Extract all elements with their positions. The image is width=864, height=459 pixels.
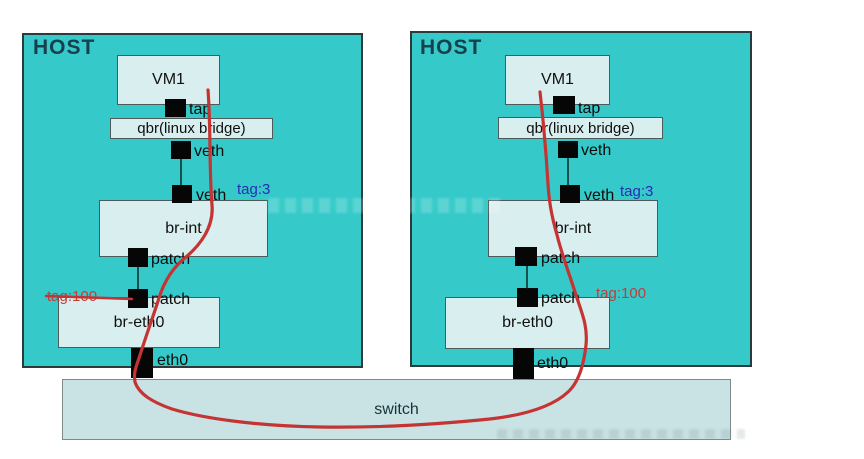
veth-lower-port-icon-left: [172, 185, 192, 203]
veth-lower-port-icon-right: [560, 185, 580, 203]
veth-upper-port-icon-left: [171, 141, 191, 159]
vlan-tag-eth-left: tag:100: [47, 288, 98, 305]
eth0-port-icon-left: [131, 348, 153, 378]
veth-upper-port-label-left: veth: [194, 143, 225, 160]
patch-upper-port-icon-right: [515, 247, 537, 266]
veth-lower-port-label-left: veth: [196, 187, 227, 204]
vlan-tag-int-left: tag:3: [237, 181, 271, 198]
eth0-port-label-left: eth0: [157, 352, 189, 369]
veth-upper-port-label-right: veth: [581, 142, 612, 159]
eth0-port-label-right: eth0: [537, 355, 569, 372]
veth-lower-port-label-right: veth: [584, 187, 615, 204]
vlan-tag-eth-right: tag:100: [596, 285, 647, 302]
tap-port-icon-right: [553, 96, 575, 114]
watermark-bottom: [497, 429, 745, 439]
patch-lower-port-icon-right: [517, 288, 538, 307]
eth0-port-icon-right: [513, 348, 534, 379]
watermark-center: [268, 198, 502, 213]
patch-upper-port-label-left: patch: [151, 251, 191, 268]
linux-bridge-box-right: qbr(linux bridge): [498, 117, 663, 139]
tap-port-label-right: tap: [578, 100, 601, 117]
tap-port-label-left: tap: [189, 101, 212, 118]
tap-port-icon-left: [165, 99, 186, 117]
patch-lower-port-label-right: patch: [541, 290, 581, 307]
vlan-tag-int-right: tag:3: [620, 183, 654, 200]
host-title-right: HOST: [420, 36, 483, 59]
patch-upper-port-label-right: patch: [541, 250, 581, 267]
patch-lower-port-label-left: patch: [151, 291, 191, 308]
host-title-left: HOST: [33, 36, 96, 59]
vm-box-left: VM1: [117, 55, 220, 105]
br-int-box-right: br-int: [488, 200, 658, 257]
br-int-box-left: br-int: [99, 200, 268, 257]
patch-lower-port-icon-left: [128, 289, 148, 308]
veth-upper-port-icon-right: [558, 141, 578, 158]
patch-upper-port-icon-left: [128, 248, 148, 267]
linux-bridge-box-left: qbr(linux bridge): [110, 118, 273, 139]
